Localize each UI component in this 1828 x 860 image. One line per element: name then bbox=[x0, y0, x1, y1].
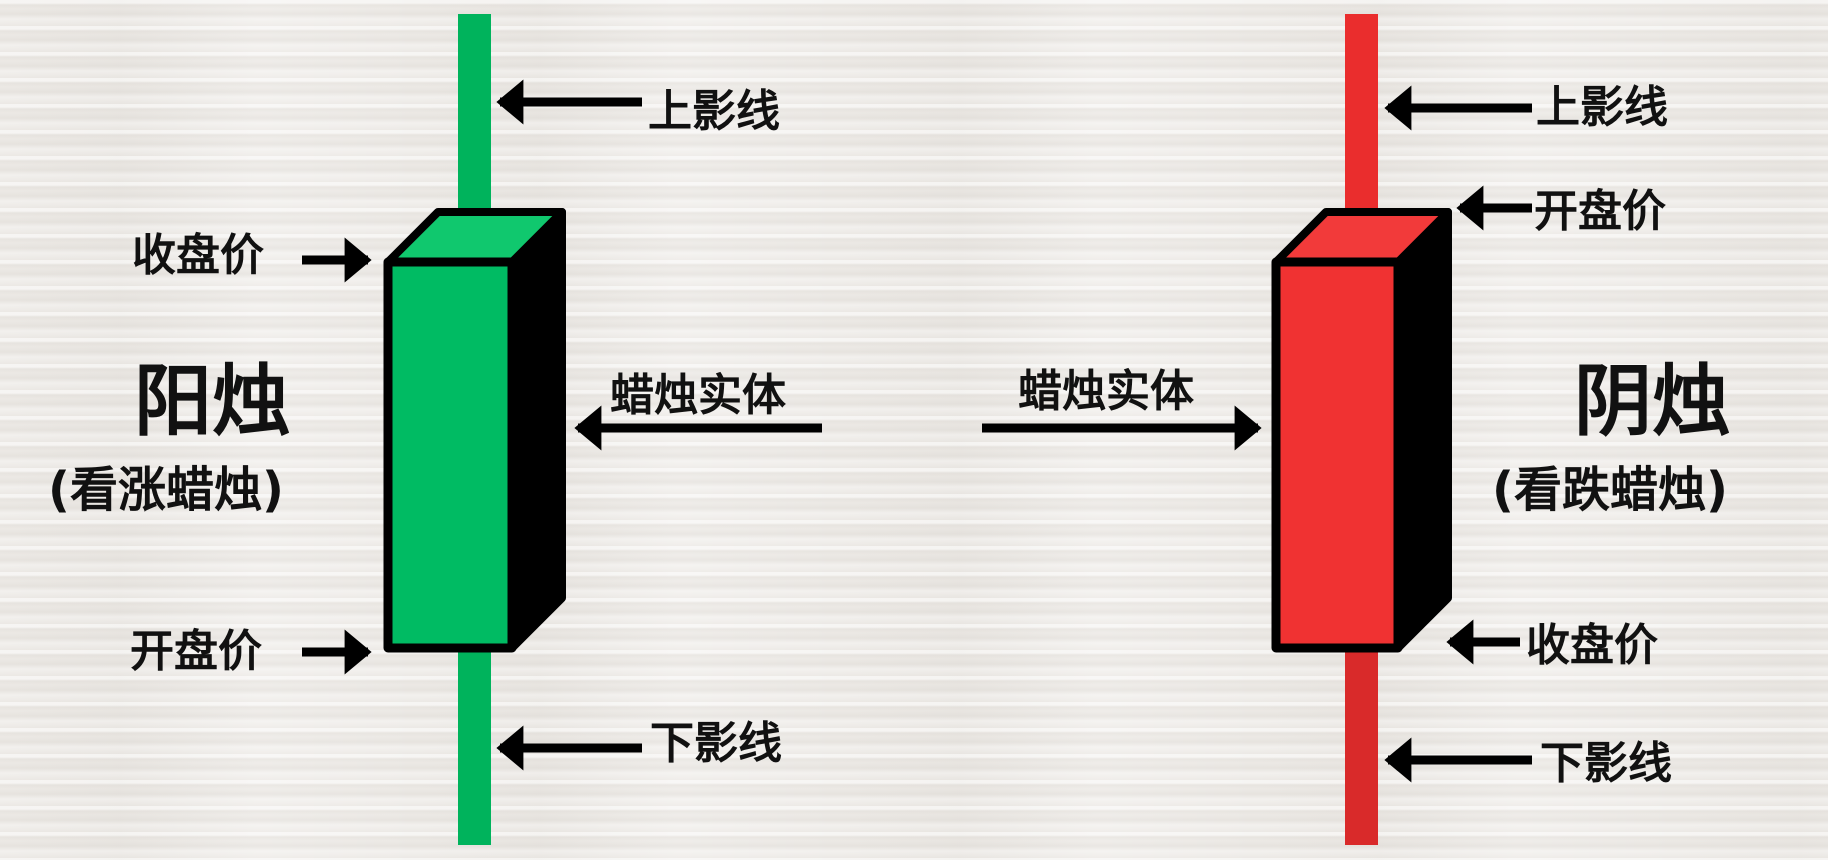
bullish-title: 阳烛 bbox=[134, 357, 290, 447]
bullish-open-label: 开盘价 bbox=[130, 626, 262, 677]
bearish-body-side bbox=[1394, 208, 1452, 652]
bearish-subtitle: (看跌蜡烛) bbox=[1492, 462, 1728, 518]
bearish-arrows bbox=[982, 85, 1532, 783]
bearish-lower-shadow-label: 下影线 bbox=[1540, 738, 1672, 789]
bullish-lower-shadow bbox=[458, 640, 491, 845]
bearish-upper-shadow-label: 上影线 bbox=[1536, 82, 1668, 133]
bearish-lower-shadow bbox=[1345, 640, 1378, 845]
bullish-body-side bbox=[508, 208, 566, 652]
bullish-upper-shadow bbox=[458, 14, 491, 214]
bullish-subtitle: (看涨蜡烛) bbox=[48, 462, 284, 518]
bullish-body-front bbox=[383, 257, 517, 653]
bearish-body-label: 蜡烛实体 bbox=[1018, 366, 1194, 417]
bullish-upper-shadow-label: 上影线 bbox=[648, 86, 780, 137]
bearish-candle bbox=[1271, 14, 1452, 845]
bullish-close-label: 收盘价 bbox=[132, 230, 264, 281]
bearish-body-front bbox=[1271, 257, 1403, 653]
bearish-title: 阴烛 bbox=[1574, 357, 1730, 447]
bullish-lower-shadow-label: 下影线 bbox=[650, 718, 782, 769]
bullish-body-label: 蜡烛实体 bbox=[610, 370, 786, 421]
bullish-arrows bbox=[302, 79, 822, 771]
bullish-candle bbox=[383, 14, 566, 845]
bearish-close-label: 收盘价 bbox=[1526, 620, 1658, 671]
bearish-open-label: 开盘价 bbox=[1534, 186, 1666, 237]
bearish-upper-shadow bbox=[1345, 14, 1378, 214]
